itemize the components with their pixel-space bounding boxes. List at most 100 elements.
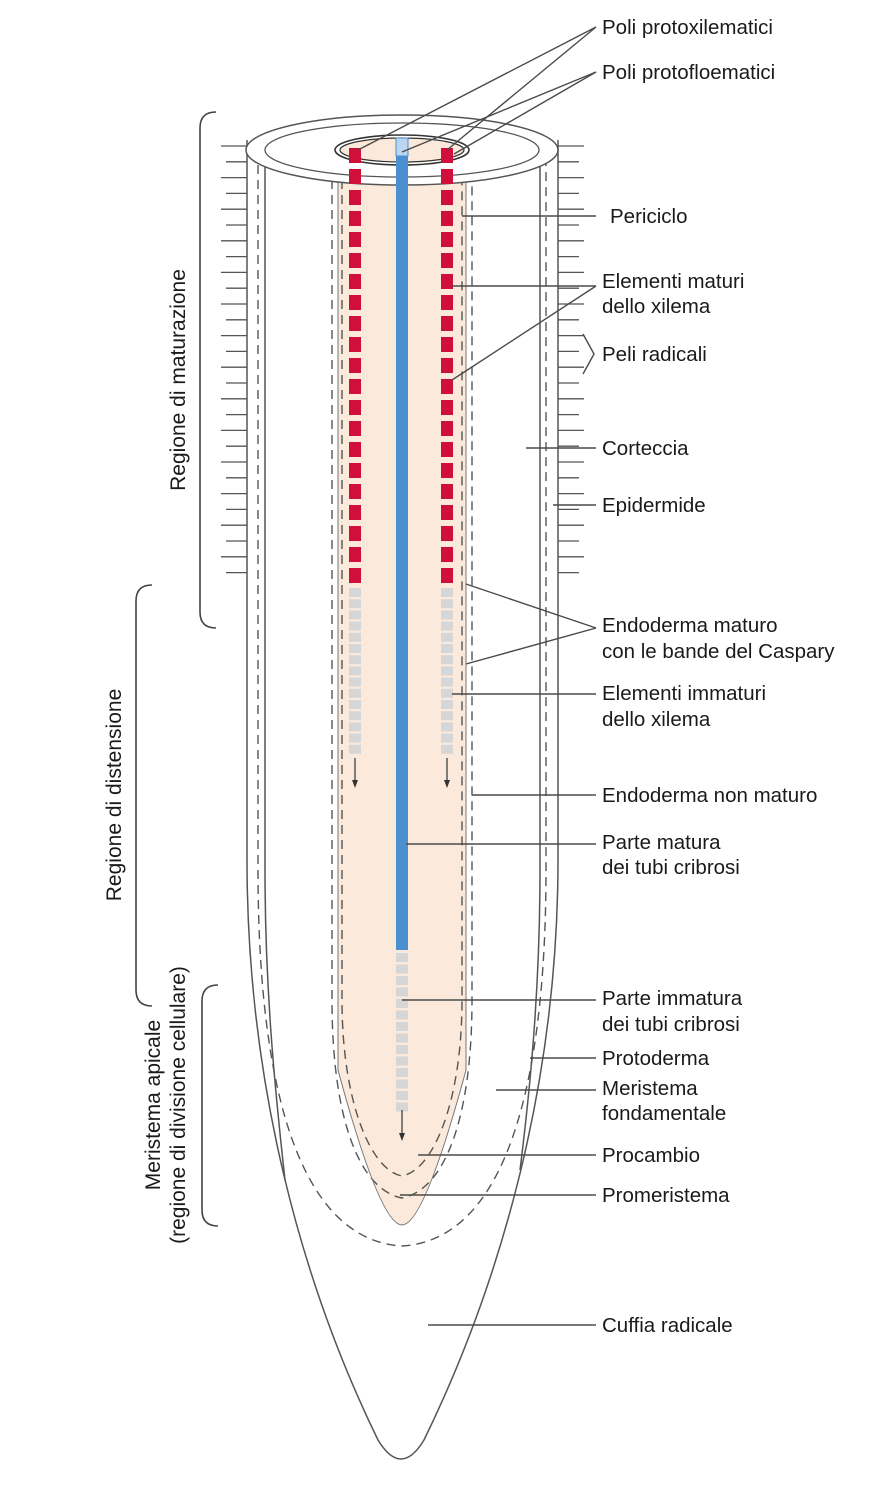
xylem-mature-cell [349,190,361,205]
xylem-right-arrowhead [444,780,450,788]
xylem-immature-cell [441,744,453,754]
label-corteccia: Corteccia [602,437,689,460]
phloem-immature-cell [396,1079,408,1089]
xylem-immature-cell [349,621,361,631]
phloem-immature-cell [396,1068,408,1077]
xylem-immature-cell [349,588,361,597]
xylem-immature-cell [349,610,361,620]
xylem-mature-cell [349,211,361,226]
xylem-immature-cell [441,711,453,721]
xylem-mature-cell [349,547,361,562]
label-periciclo: Periciclo [610,205,687,228]
xylem-mature-cell [349,169,361,184]
label-endoderma-maturo-2: con le bande del Caspary [602,640,835,663]
root-hairs-left [221,145,247,574]
xylem-mature-cell [349,316,361,331]
xylem-immature-cell [441,632,453,642]
xylem-immature-cell [441,666,453,676]
label-protoderma: Protoderma [602,1047,710,1070]
phloem-immature-cell [396,953,408,962]
xylem-mature-cell [349,442,361,457]
xylem-mature-cell [441,400,453,415]
xylem-mature-cell [349,337,361,352]
xylem-immature-cell [441,677,453,687]
label-peli-radicali: Peli radicali [602,343,707,366]
phloem-immature-cell [396,1022,408,1031]
xylem-mature-cell [349,526,361,541]
xylem-mature-cell [441,232,453,247]
region-label-distensione: Regione di distensione [103,689,126,901]
label-meristema-fondamentale-2: fondamentale [602,1102,726,1125]
cortex-boundary-right [519,150,541,1171]
xylem-mature-cell [349,400,361,415]
leader-lines [357,26,597,1326]
xylem-mature-cell [349,295,361,310]
label-elementi-maturi-1: Elementi maturi [602,270,744,293]
xylem-mature-cell [349,253,361,268]
phloem-immature-cell [396,1033,408,1043]
stele-outline [337,150,467,1226]
region-label-meristema-1: Meristema apicale [142,1020,165,1190]
xylem-immature-cell [441,733,453,743]
xylem-mature-cell [441,316,453,331]
xylem-mature-cell [349,358,361,373]
xylem-mature-cell [441,190,453,205]
xylem-immature-cell [441,588,453,597]
label-meristema-fondamentale-1: Meristema [602,1077,698,1100]
xylem-mature-cell [349,274,361,289]
xylem-mature-cell [441,505,453,520]
xylem-immature-cell [349,700,361,709]
xylem-mature-cell [349,232,361,247]
xylem-immature-cell [349,655,361,665]
xylem-mature-cell [349,421,361,436]
xylem-mature-cell [441,547,453,562]
pericycle-dashed [341,150,463,1177]
xylem-mature-cell [349,463,361,478]
label-elementi-immaturi-1: Elementi immaturi [602,682,766,705]
xylem-immature-cell [349,711,361,721]
bracket-maturazione [199,111,217,629]
xylem-immature-cell [441,688,453,698]
xylem-mature-cell [441,169,453,184]
xylem-mature-cell [441,379,453,394]
region-label-maturazione: Regione di maturazione [167,269,190,491]
label-parte-immatura-2: dei tubi cribrosi [602,1013,740,1036]
phloem-immature-cell [396,987,408,997]
xylem-immature-cell [349,677,361,687]
label-epidermide: Epidermide [602,494,706,517]
xylem-immature-cell [441,599,453,609]
label-elementi-maturi-2: dello xilema [602,295,711,318]
xylem-mature-cell [441,484,453,499]
xylem-mature-cell [441,526,453,541]
xylem-immature-cell [349,599,361,609]
xylem-right-strand [441,148,453,754]
xylem-mature-cell [441,148,453,163]
label-poli-protoxilematici: Poli protoxilematici [602,16,773,39]
region-label-meristema-2: (regione di divisione cellulare) [167,966,190,1244]
xylem-immature-cell [349,688,361,698]
endodermis-dashed [331,150,473,1199]
protoderm-dashed [257,150,547,1247]
label-elementi-immaturi-2: dello xilema [602,708,711,731]
xylem-mature-cell [349,148,361,163]
phloem-immature-cell [396,1102,408,1112]
xylem-left-strand [349,148,361,754]
bracket-distensione [135,584,153,1007]
phloem-arrow-head [399,1133,405,1141]
xylem-mature-cell [349,379,361,394]
phloem-immature-cell [396,976,408,985]
xylem-mature-cell [441,568,453,583]
label-promeristema: Promeristema [602,1184,730,1207]
xylem-mature-cell [349,484,361,499]
xylem-immature-cell [349,744,361,754]
xylem-immature-cell [441,655,453,665]
xylem-immature-cell [349,722,361,732]
xylem-mature-cell [441,463,453,478]
phloem-immature-cell [396,1056,408,1066]
phloem-immature-cell [396,999,408,1008]
root-outline [246,140,559,1460]
cortex-boundary-left [264,150,286,1181]
xylem-immature-cell [349,666,361,676]
xylem-mature-cell [441,253,453,268]
